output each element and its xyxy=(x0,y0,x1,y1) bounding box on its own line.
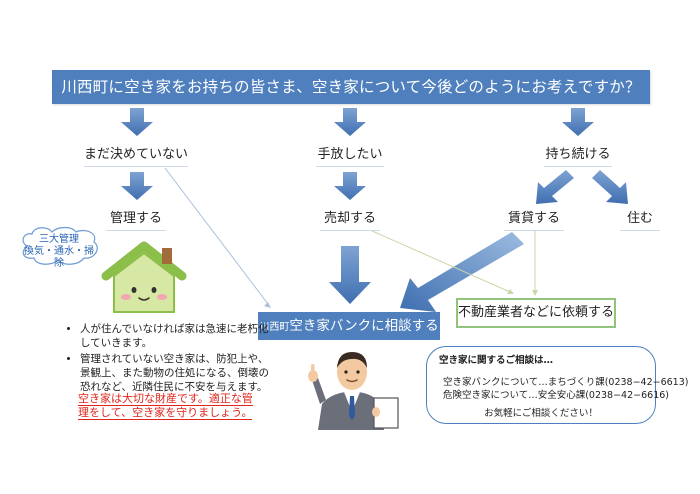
node-sell: 売却する xyxy=(320,208,380,231)
speech-bubble-line1: 三大管理 xyxy=(39,234,79,245)
node-undecided: まだ決めていない xyxy=(84,144,188,167)
arrow-to-keep xyxy=(562,108,594,136)
arrow-rent-to-consult xyxy=(400,232,524,312)
arrow-to-undecided xyxy=(121,108,153,136)
bullet-item: 人が住んでいなければ家は急速に老朽化していきます。 xyxy=(80,322,271,350)
node-live: 住む xyxy=(620,208,660,231)
consult-prefix: 川西町 xyxy=(259,322,290,333)
question-banner: 川西町に空き家をお持ちの皆さま、空き家について今後どのようにお考えですか？ xyxy=(52,70,650,104)
consult-main: 空き家バンクに相談する xyxy=(289,318,439,334)
speech-bubble-cloud xyxy=(22,226,98,265)
thin-connector-rent-to-agency xyxy=(532,228,538,296)
node-manage: 管理する xyxy=(106,208,166,231)
arrow-to-rent xyxy=(536,170,574,204)
arrow-to-let-go xyxy=(334,108,366,136)
node-let-go: 手放したい xyxy=(316,144,384,167)
thin-connector-undecided xyxy=(164,167,271,308)
businessman-illustration xyxy=(308,352,399,430)
contact-akiya-bank-line: 空き家バンクについて…まちづくり課(0238−42−6613) xyxy=(443,377,689,388)
contact-title: 空き家に関するご相談は… xyxy=(439,355,554,366)
caution-bullets: 人が住んでいなければ家は急速に老朽化していきます。 管理されていない空き家は、防… xyxy=(66,322,271,396)
bullet-item: 管理されていない空き家は、防犯上や、景観上、また動物の住処になる、倒壊の恐れなど… xyxy=(80,352,271,394)
house-mascot-illustration xyxy=(101,241,187,313)
speech-bubble-line2: 換気・通水・掃除 xyxy=(24,246,94,269)
contact-call-to-action: お気軽にご相談ください！ xyxy=(484,408,598,419)
arrow-sell-to-consult xyxy=(329,246,371,304)
speech-bubble-text: 三大管理 換気・通水・掃除 xyxy=(24,234,94,270)
consult-akiya-bank-box: 川西町空き家バンクに相談する xyxy=(258,312,440,340)
warning-text: 空き家は大切な財産です。適正な管理をして、空き家を守りましょう。 xyxy=(78,392,258,420)
node-keep: 持ち続ける xyxy=(544,144,612,167)
contact-info-box: 空き家に関するご相談は… 空き家バンクについて…まちづくり課(0238−42−6… xyxy=(426,346,688,424)
real-estate-agency-box: 不動産業者などに依頼する xyxy=(456,298,616,328)
contact-danger-house-line: 危険空き家について…安全安心課(0238−42−6616) xyxy=(443,390,669,401)
thin-connector-sell-to-agency xyxy=(369,229,514,294)
node-rent: 賃貸する xyxy=(504,208,564,231)
arrow-to-sell xyxy=(334,172,366,200)
warning-underlined: 空き家は大切な財産です。適正な管理をして、空き家を守りましょう。 xyxy=(78,392,253,420)
arrow-to-live xyxy=(592,170,628,204)
arrow-to-manage xyxy=(121,172,153,200)
